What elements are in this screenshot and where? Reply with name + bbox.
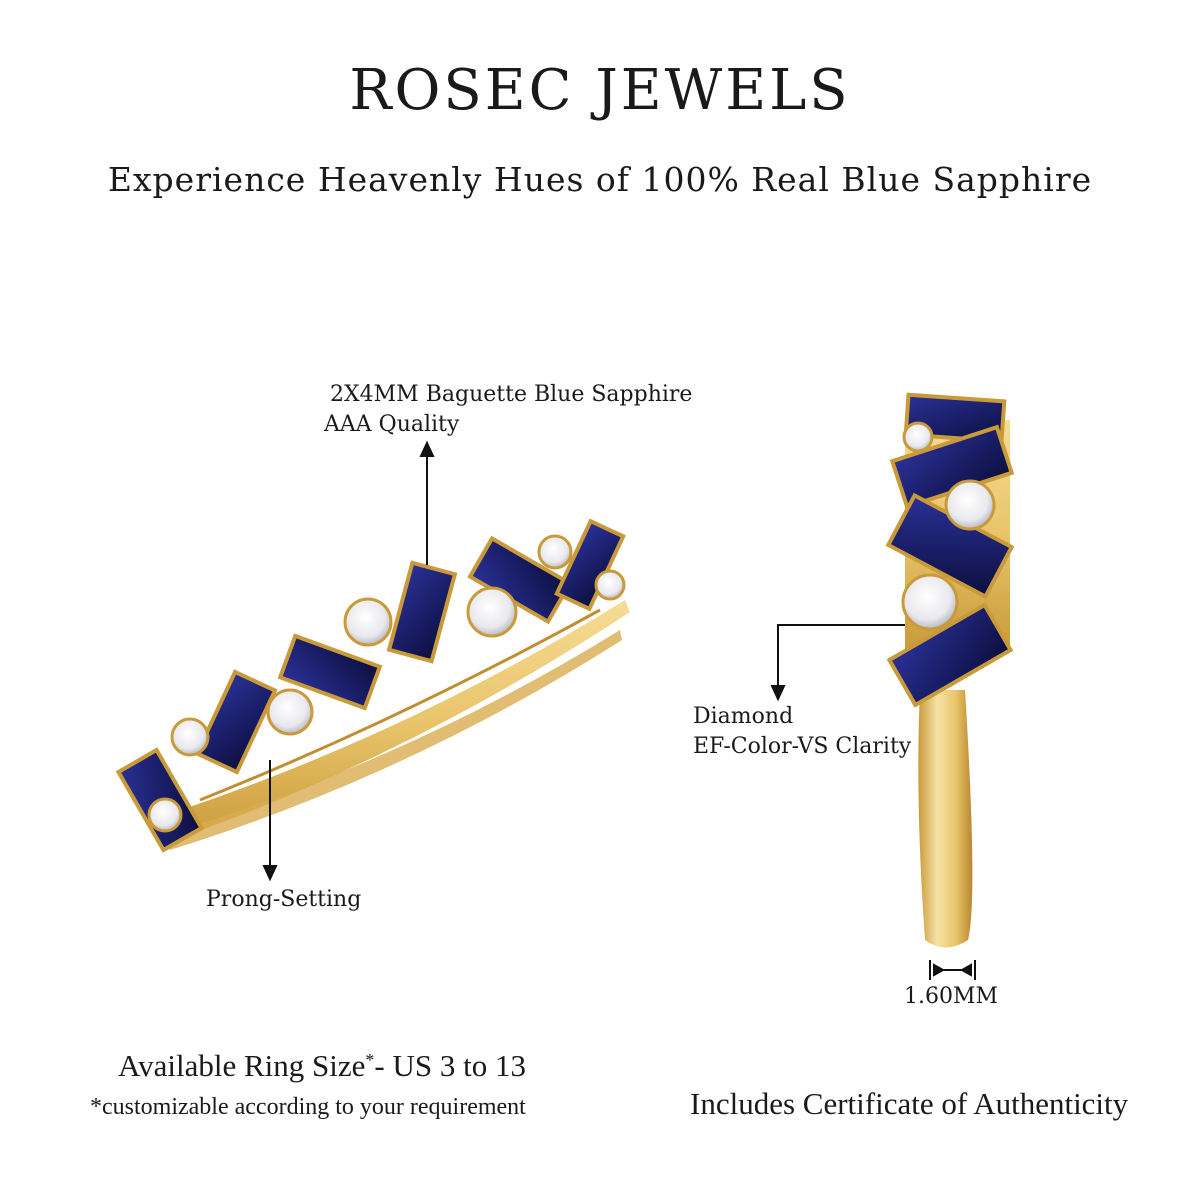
band-width-label: 1.60MM — [904, 984, 999, 1009]
ring-size-info: Available Ring Size*- US 3 to 13 — [118, 1048, 526, 1084]
ring-size-asterisk: * — [365, 1050, 375, 1070]
tagline: Experience Heavenly Hues of 100% Real Bl… — [107, 160, 1093, 199]
ring-size-note: *customizable according to your requirem… — [90, 1094, 526, 1120]
ring-side-view — [115, 518, 630, 853]
ring-front-view — [885, 392, 1015, 948]
diamond-callout-line2: EF-Color-VS Clarity — [693, 734, 912, 759]
diamond-callout-line1: Diamond — [693, 704, 794, 729]
ring-size-range: - US 3 to 13 — [374, 1048, 526, 1083]
sapphire-callout-line1: 2X4MM Baguette Blue Sapphire — [330, 382, 693, 407]
certificate-note: Includes Certificate of Authenticity — [690, 1086, 1129, 1121]
callout-lines — [262, 440, 976, 980]
sapphire-callout-line2: AAA Quality — [324, 412, 460, 437]
brand-title: ROSEC JEWELS — [349, 58, 851, 123]
ring-size-label: Available Ring Size — [118, 1048, 366, 1083]
prong-callout: Prong-Setting — [206, 887, 362, 912]
